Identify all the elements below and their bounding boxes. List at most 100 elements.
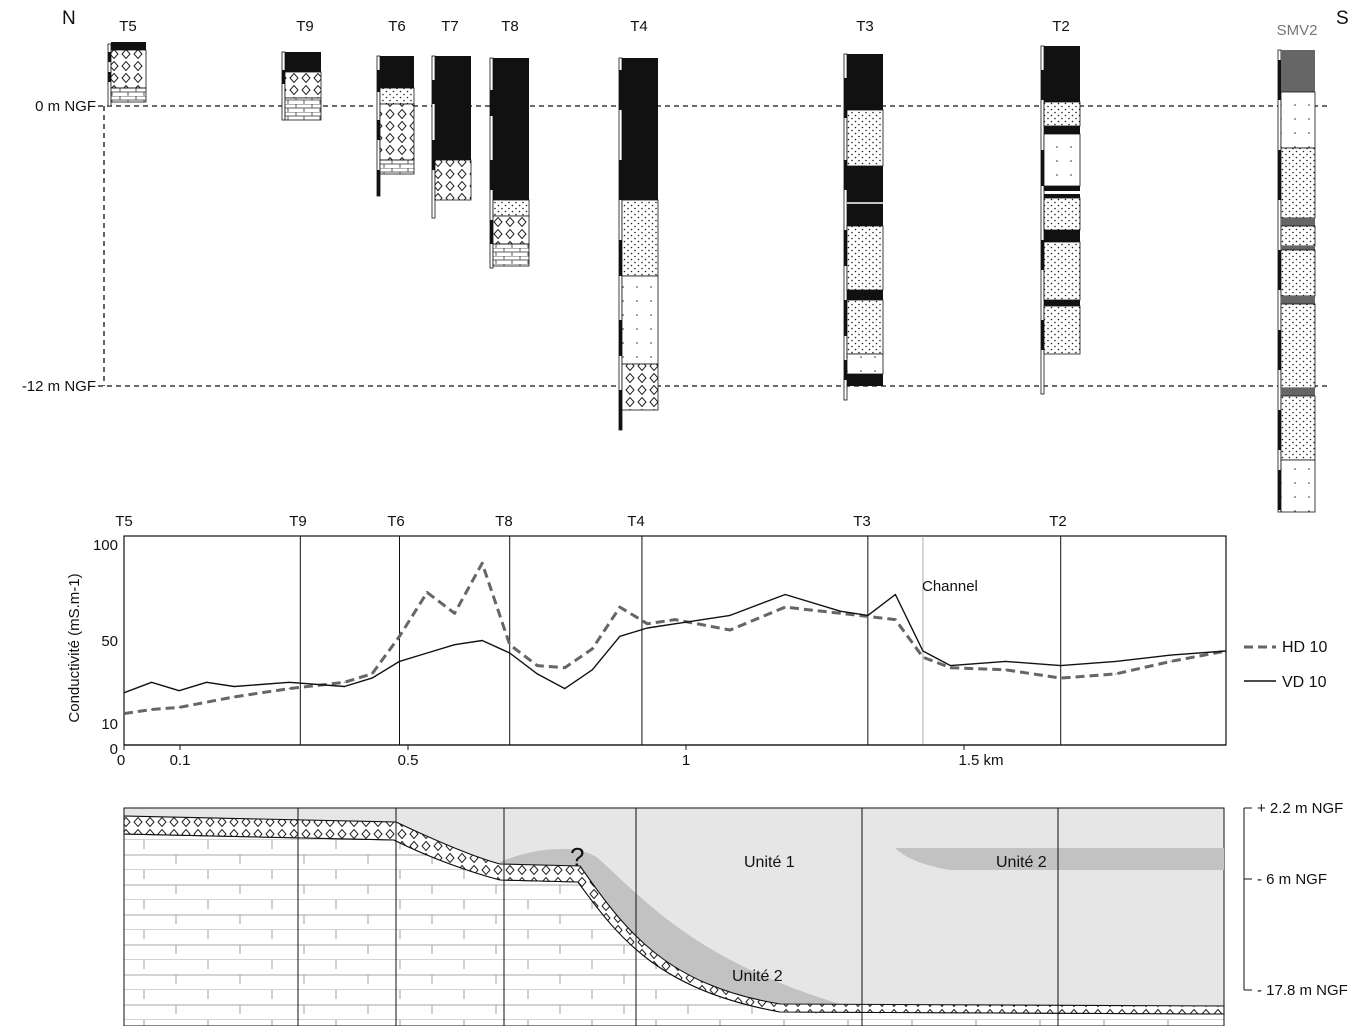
unit2-upper-lens — [895, 848, 1224, 870]
elevation-label-bottom: - 17.8 m NGF — [1257, 982, 1348, 999]
borehole-log-t2 — [1040, 45, 1081, 395]
elevation-label-mid: - 6 m NGF — [1257, 871, 1327, 888]
data-point-vd-10 — [949, 664, 952, 667]
borehole-log-t7 — [431, 55, 472, 219]
data-point-vd-10 — [894, 593, 897, 596]
profile-top-label-t2: T2 — [1049, 513, 1067, 530]
data-point-vd-10 — [646, 627, 649, 629]
ytick-10: 10 — [101, 716, 118, 733]
borehole-section: N S 0 m NGF -12 m NGF T5 T9 T6 T7 T8 T4 … — [22, 8, 1349, 513]
legend-hd10-label: HD 10 — [1282, 639, 1327, 656]
data-point-hd-10 — [619, 606, 621, 608]
data-point-hd-10 — [839, 612, 841, 614]
data-point-hd-10 — [949, 667, 952, 669]
data-point-hd-10 — [178, 706, 180, 708]
data-point-hd-10 — [509, 644, 511, 646]
borehole-log-t6 — [376, 55, 415, 197]
x-axis-ticks — [123, 745, 965, 750]
data-point-vd-10 — [729, 614, 731, 617]
data-point-vd-10 — [481, 639, 483, 642]
profile-top-label-t4: T4 — [627, 513, 645, 530]
legend: HD 10 VD 10 — [1244, 639, 1327, 691]
xtick-0: 0 — [117, 752, 125, 769]
data-point-vd-10 — [1225, 650, 1226, 652]
data-point-vd-10 — [784, 593, 786, 596]
borehole-label-t8: T8 — [501, 18, 519, 35]
data-point-vd-10 — [674, 623, 676, 625]
cross-section-verticals — [297, 808, 1059, 1026]
data-point-hd-10 — [894, 619, 897, 621]
borehole-log-t5 — [107, 42, 147, 107]
unit2-upper-label: Unité 2 — [996, 854, 1047, 871]
borehole-log-t8 — [489, 57, 530, 269]
cross-section: Unité 1 Unité 2 Unité 2 ? + 2.2 m NGF - … — [123, 800, 1348, 1026]
data-point-vd-10 — [150, 681, 153, 683]
data-point-vd-10 — [619, 635, 621, 637]
borehole-log-t3 — [843, 53, 884, 401]
series-group — [124, 561, 1226, 716]
gravel-layer — [123, 815, 1225, 1015]
datum-minus12-label: -12 m NGF — [22, 378, 96, 395]
data-point-vd-10 — [509, 652, 511, 654]
borehole-label-t4: T4 — [630, 18, 648, 35]
data-point-hd-10 — [729, 629, 731, 631]
data-point-vd-10 — [839, 610, 841, 612]
data-point-vd-10 — [1115, 660, 1117, 663]
borehole-label-smv2: SMV2 — [1277, 22, 1318, 39]
plot-frame — [123, 535, 1227, 746]
question-mark: ? — [570, 842, 584, 872]
ytick-0: 0 — [110, 741, 118, 758]
unit1-label: Unité 1 — [744, 854, 795, 871]
borehole-log-smv2 — [1277, 49, 1316, 513]
ytick-50: 50 — [101, 633, 118, 650]
data-point-vd-10 — [867, 614, 869, 617]
data-point-hd-10 — [1170, 660, 1172, 663]
data-point-vd-10 — [124, 692, 125, 694]
data-point-hd-10 — [124, 713, 125, 715]
conductivity-chart: T5 T9 T6 T8 T4 T3 T2 Channel 100 50 10 0… — [66, 513, 1327, 769]
north-label: N — [62, 8, 76, 29]
profile-top-label-t5: T5 — [115, 513, 133, 530]
y-axis-label: Conductivité (mS.m-1) — [66, 573, 83, 722]
xtick-1: 1 — [682, 752, 690, 769]
borehole-label-t9: T9 — [296, 18, 314, 35]
elevation-scale — [1243, 807, 1252, 991]
data-point-vd-10 — [398, 660, 401, 663]
channel-label: Channel — [922, 578, 978, 595]
data-point-hd-10 — [150, 708, 153, 711]
elevation-label-top: + 2.2 m NGF — [1257, 800, 1343, 817]
unit2-lower-lens — [500, 848, 860, 1018]
data-point-vd-10 — [1060, 664, 1062, 667]
profile-top-label-t6: T6 — [387, 513, 405, 530]
data-point-hd-10 — [426, 591, 428, 594]
data-point-vd-10 — [564, 687, 566, 690]
data-point-vd-10 — [426, 652, 428, 654]
data-point-hd-10 — [564, 667, 566, 669]
data-point-hd-10 — [1060, 677, 1062, 679]
data-point-vd-10 — [371, 677, 373, 679]
unit2-lower-label: Unité 2 — [732, 968, 783, 985]
xtick-0-1: 0.1 — [170, 752, 191, 769]
data-point-hd-10 — [454, 612, 456, 614]
data-point-hd-10 — [646, 623, 649, 625]
data-point-hd-10 — [371, 673, 373, 675]
data-point-vd-10 — [1170, 654, 1172, 656]
borehole-label-t5: T5 — [119, 18, 137, 35]
borehole-log-t9 — [281, 51, 322, 121]
data-point-hd-10 — [1005, 669, 1007, 671]
data-point-hd-10 — [536, 664, 538, 667]
data-point-vd-10 — [1005, 660, 1007, 663]
data-point-hd-10 — [398, 635, 401, 637]
datum-zero-label: 0 m NGF — [35, 98, 96, 115]
borehole-label-t2: T2 — [1052, 18, 1070, 35]
data-point-vd-10 — [206, 681, 208, 683]
data-point-hd-10 — [233, 696, 235, 698]
data-point-vd-10 — [536, 673, 538, 675]
data-point-vd-10 — [288, 681, 290, 683]
xtick-1-5: 1.5 km — [958, 752, 1003, 769]
data-point-hd-10 — [591, 648, 593, 650]
legend-vd10-label: VD 10 — [1282, 674, 1327, 691]
data-point-hd-10 — [288, 687, 290, 690]
profile-top-label-t3: T3 — [853, 513, 871, 530]
